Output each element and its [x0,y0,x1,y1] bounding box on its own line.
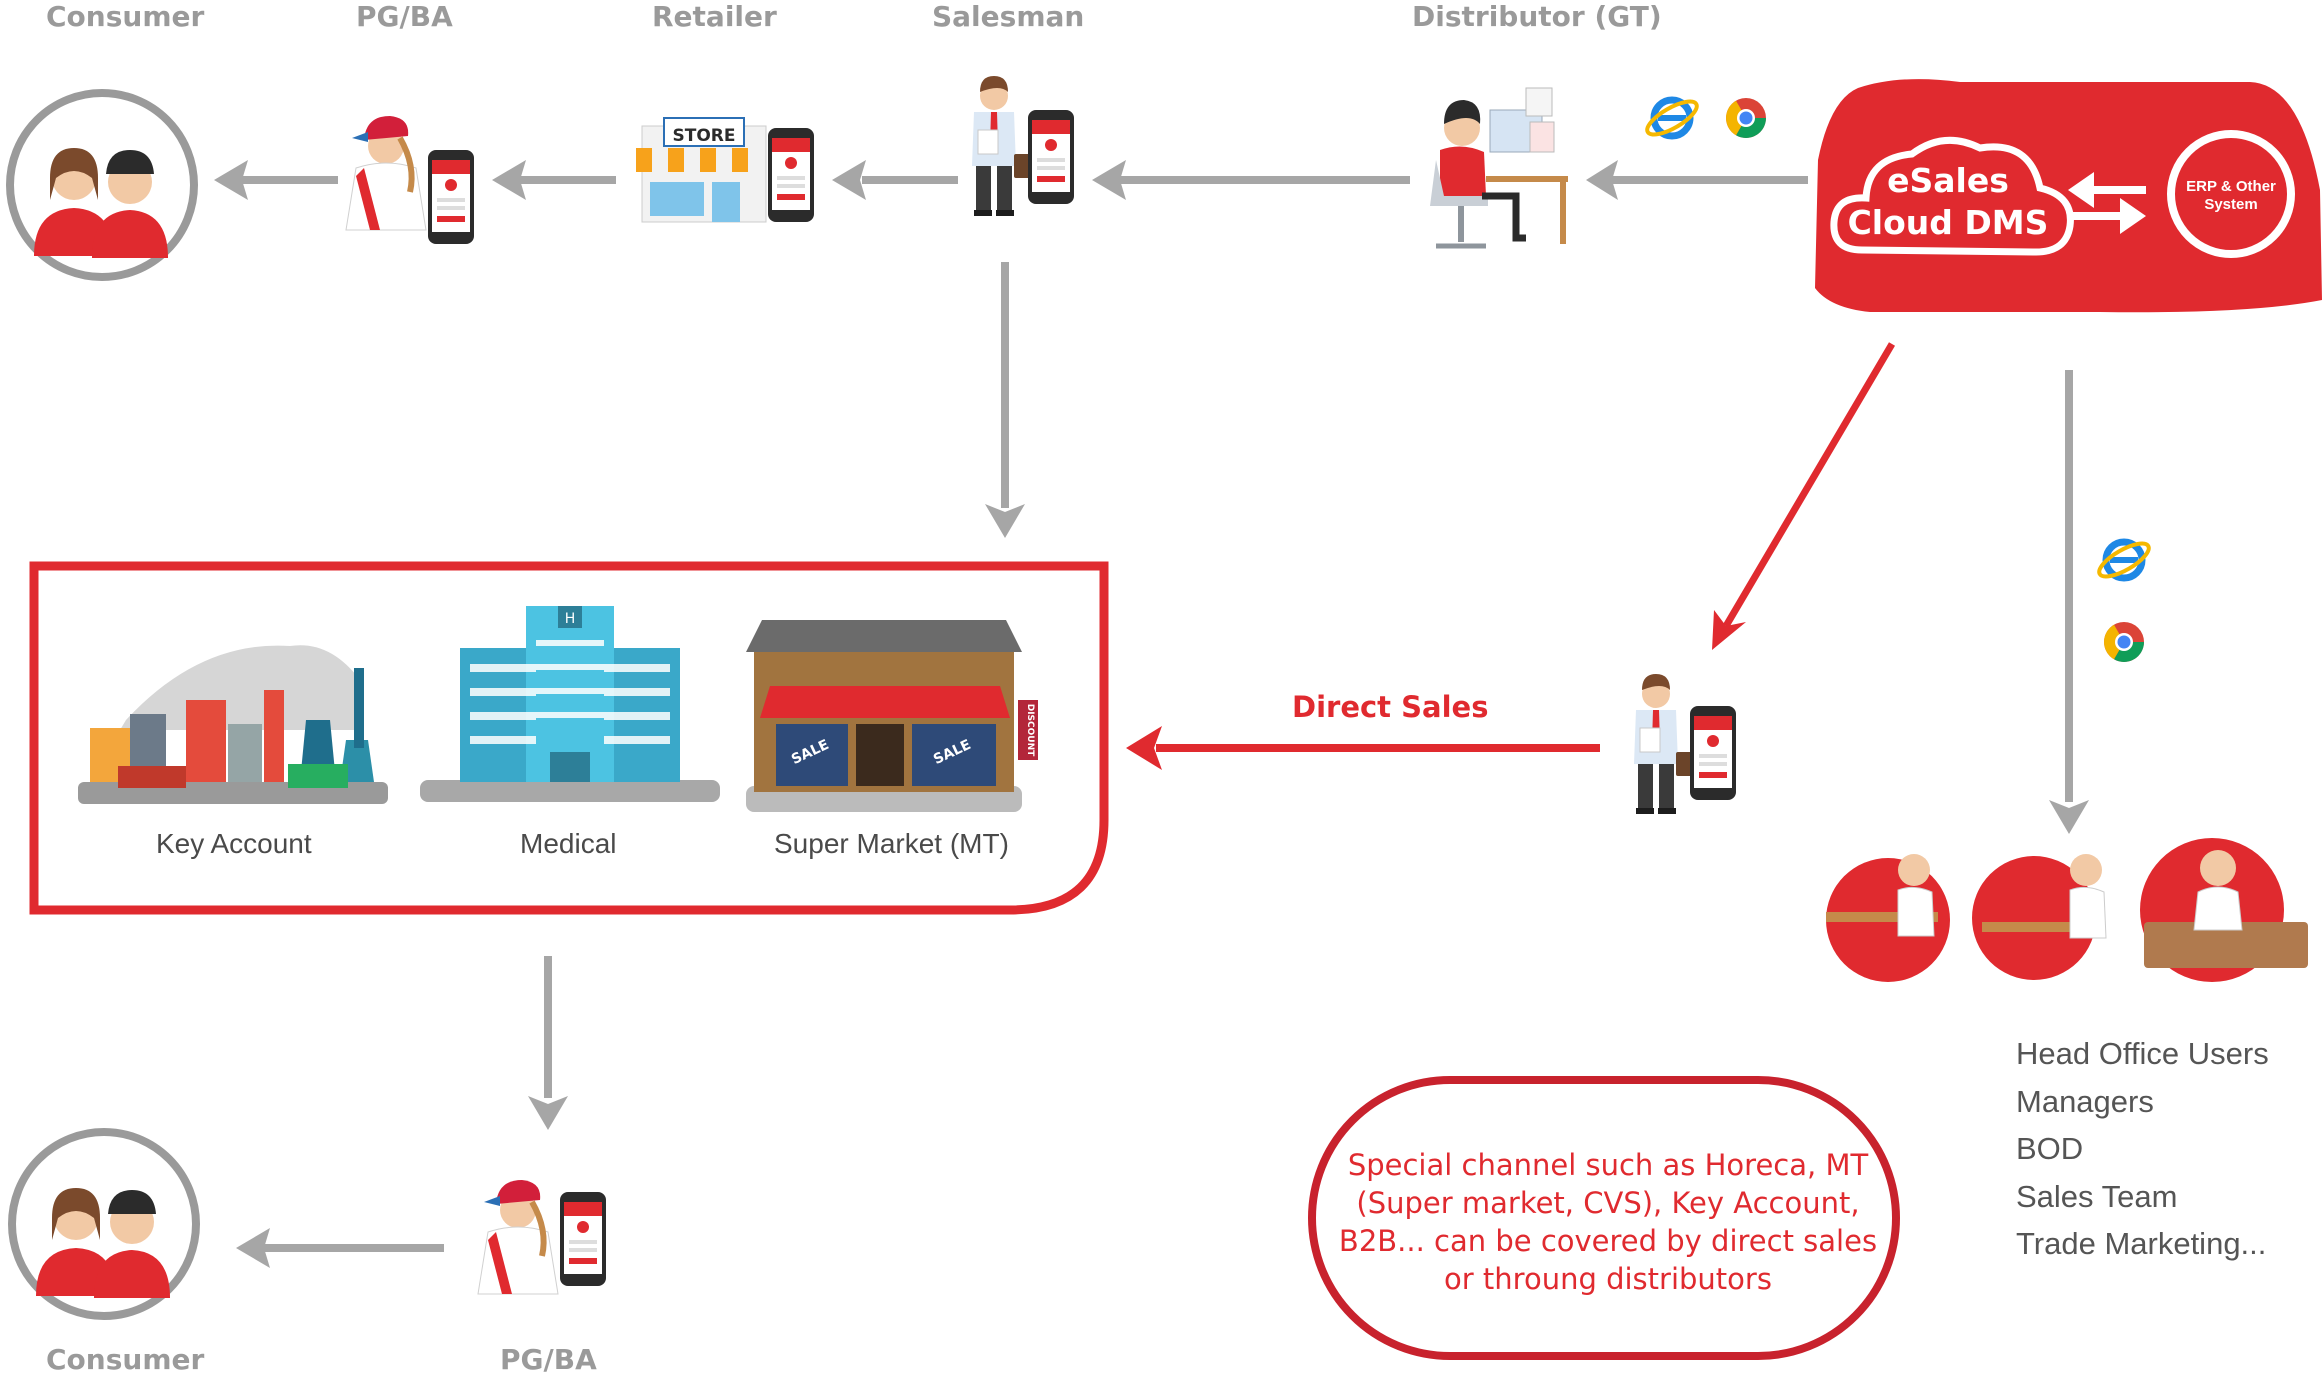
consumer-icon-top [6,89,198,281]
chrome-icon [2104,622,2144,662]
consumer-icon-bottom [8,1128,200,1320]
esales-dms-block [1815,79,2322,313]
red-arrows [1126,342,1896,770]
super-market-icon [746,620,1038,812]
head-office-item: Head Office Users [2016,1036,2269,1071]
special-note-line: (Super market, CVS), Key Account, [1356,1186,1860,1220]
label-distributor: Distributor (GT) [1412,0,1662,33]
caption-key-account: Key Account [156,828,312,859]
head-office-item: Trade Marketing... [2016,1226,2267,1261]
distributor-icon [1430,87,1568,249]
gray-arrows [214,160,2089,1268]
special-note-oval [1308,1076,1900,1360]
label-pgba-bottom: PG/BA [500,1343,597,1376]
caption-super-market: Super Market (MT) [774,828,1009,859]
label-consumer-bottom: Consumer [46,1343,205,1376]
special-note-line: or throung distributors [1444,1262,1772,1296]
label-pgba-top: PG/BA [356,0,453,33]
label-salesman: Salesman [932,0,1085,33]
hospital-sign: H [565,611,576,627]
head-office-item: BOD [2016,1131,2084,1166]
key-account-icon [78,645,388,804]
medical-icon [420,606,720,802]
direct-sales-label: Direct Sales [1292,690,1489,724]
label-consumer-top: Consumer [46,0,205,33]
discount-sign: DISCOUNT [1025,704,1035,757]
head-office-item: Managers [2016,1083,2154,1119]
erp-label-line1: ERP & Other [2186,178,2276,195]
special-note-text: Special channel such as Horeca, MT (Supe… [1328,1146,1888,1298]
head-office-item: Sales Team [2016,1178,2178,1214]
salesman-icon-direct [1633,673,1736,815]
chrome-icon [1726,98,1766,138]
erp-label: ERP & Other System [2174,178,2288,214]
dms-title-line1: eSales [1887,161,2009,200]
dms-title: eSales Cloud DMS [1828,160,2068,244]
head-office-list: Head Office Users Managers BOD Sales Tea… [2016,1030,2269,1268]
special-note-line: B2B... can be covered by direct sales [1338,1224,1878,1258]
head-office-icon [1826,838,2308,982]
label-retailer: Retailer [652,0,777,33]
erp-label-line2: System [2204,196,2258,213]
pgba-icon-top [346,116,474,244]
pgba-icon-bottom [478,1180,606,1294]
channel-box [29,561,1109,915]
dms-title-line2: Cloud DMS [1847,203,2049,242]
caption-medical: Medical [520,828,617,859]
ie-icon [1643,95,1701,140]
store-icon [636,117,814,223]
store-sign-text: STORE [673,126,736,146]
special-note-line: Special channel such as Horeca, MT [1347,1148,1869,1182]
ie-icon [2095,537,2153,582]
salesman-icon-top [971,75,1074,217]
